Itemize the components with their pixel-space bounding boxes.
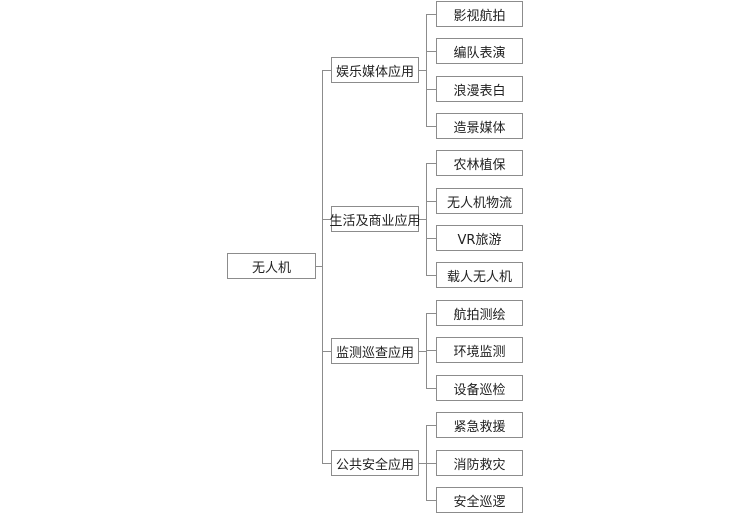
leaf-node: 影视航拍 [436, 1, 523, 27]
root-node: 无人机 [227, 253, 316, 279]
connector [426, 275, 436, 276]
connector [426, 500, 436, 501]
connector [426, 425, 436, 426]
connector [322, 70, 331, 71]
connector [426, 463, 436, 464]
leaf-node: 浪漫表白 [436, 76, 523, 102]
leaf-node: VR旅游 [436, 225, 523, 251]
connector [426, 14, 436, 15]
connector [316, 266, 323, 267]
category-node-monitoring: 监测巡查应用 [331, 338, 419, 364]
leaf-node: 安全巡逻 [436, 487, 523, 513]
connector [426, 388, 436, 389]
leaf-node: 载人无人机 [436, 262, 523, 288]
connector [322, 219, 331, 220]
connector [426, 201, 436, 202]
leaf-node: 航拍测绘 [436, 300, 523, 326]
connector [322, 70, 323, 464]
connector [426, 238, 436, 239]
connector [426, 313, 436, 314]
leaf-node: 紧急救援 [436, 412, 523, 438]
leaf-node: 消防救灾 [436, 450, 523, 476]
connector [426, 313, 427, 389]
leaf-node: 环境监测 [436, 337, 523, 363]
connector [419, 70, 427, 71]
leaf-node: 造景媒体 [436, 113, 523, 139]
leaf-node: 农林植保 [436, 150, 523, 176]
connector [426, 163, 436, 164]
connector [426, 51, 436, 52]
leaf-node: 无人机物流 [436, 188, 523, 214]
connector [419, 463, 427, 464]
category-node-entertainment: 娱乐媒体应用 [331, 57, 419, 83]
connector [426, 14, 427, 126]
connector [426, 163, 427, 276]
connector [419, 351, 427, 352]
connector [426, 126, 436, 127]
connector [322, 463, 331, 464]
connector [426, 89, 436, 90]
connector [426, 350, 436, 351]
category-node-commercial: 生活及商业应用 [330, 206, 421, 232]
connector [419, 219, 427, 220]
leaf-node: 设备巡检 [436, 375, 523, 401]
leaf-node: 编队表演 [436, 38, 523, 64]
connector [322, 351, 331, 352]
category-node-public-safety: 公共安全应用 [331, 450, 419, 476]
